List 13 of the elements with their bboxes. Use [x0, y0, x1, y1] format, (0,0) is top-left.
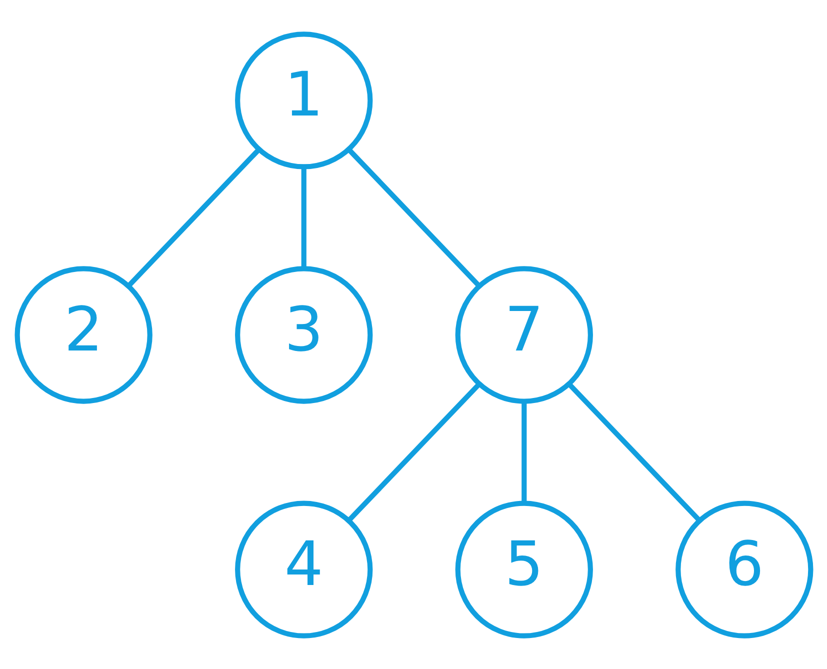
connector	[346, 382, 480, 522]
node-circle: 3	[234, 266, 372, 404]
connector	[566, 382, 701, 522]
node-circle: 6	[675, 500, 813, 638]
node-circle: 4	[234, 500, 372, 638]
connector	[126, 147, 260, 288]
connector	[521, 401, 526, 503]
node-circle: 7	[454, 266, 592, 404]
connector	[346, 147, 480, 288]
connector	[300, 166, 306, 268]
node-circle: 1	[234, 31, 372, 169]
node-circle: 5	[454, 500, 592, 638]
node-circle: 2	[14, 266, 152, 404]
